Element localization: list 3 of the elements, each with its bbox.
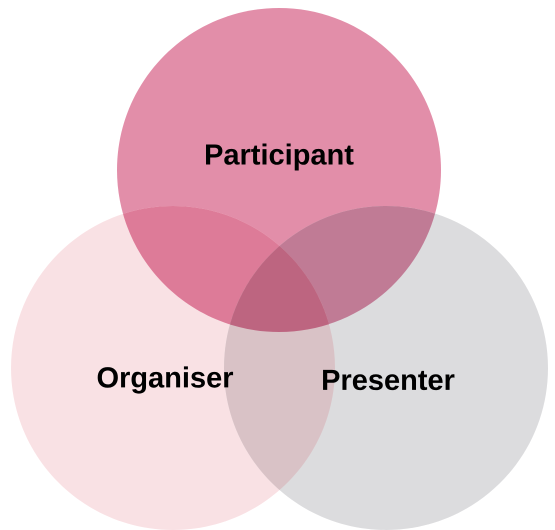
circle-label: Participant <box>206 143 354 171</box>
circle-label: Organiser <box>98 366 234 394</box>
circle-label: Presenter <box>323 370 454 390</box>
